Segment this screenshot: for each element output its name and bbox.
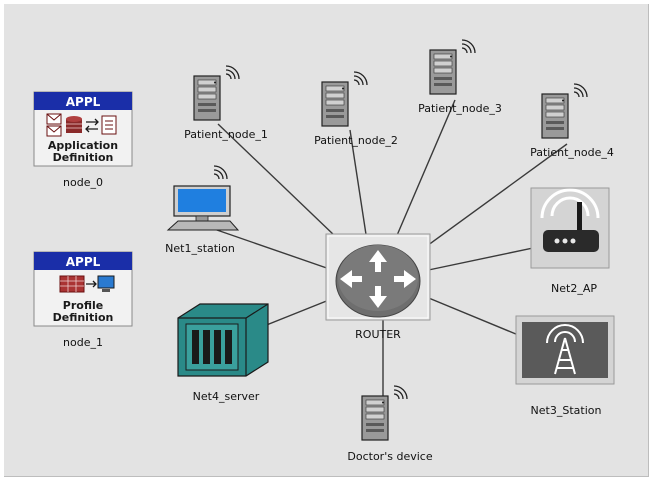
node-label-net1: Net1_station: [165, 242, 235, 255]
computer-icon: [97, 275, 115, 292]
exchange-arrows-icon: [85, 118, 99, 133]
appl-header: [34, 252, 132, 270]
server-icon: [429, 49, 457, 95]
server-icon: [321, 81, 349, 127]
server-icon: [361, 395, 389, 441]
node-label-net4: Net4_server: [193, 390, 260, 403]
node-net1[interactable]: [166, 165, 240, 231]
node-label-net2: Net2_AP: [551, 282, 597, 295]
node-net3[interactable]: [515, 315, 615, 385]
node-label-node_1: node_1: [63, 336, 103, 349]
server-icon: [541, 93, 569, 139]
node-net4[interactable]: [177, 303, 269, 377]
node-label-patient1: Patient_node_1: [184, 128, 268, 141]
wireless-icon: [393, 385, 408, 400]
wireless-icon: [225, 65, 240, 80]
node-patient3[interactable]: [429, 39, 476, 95]
node-label-doctor: Doctor's device: [347, 450, 432, 463]
arrow-right-icon: [86, 280, 97, 288]
antenna-tower-icon: [522, 322, 608, 378]
node-label-patient2: Patient_node_2: [314, 134, 398, 147]
database-icon: [66, 116, 82, 133]
router-icon: [335, 244, 421, 318]
appl-header: [34, 92, 132, 110]
config-node-line2: Definition: [53, 311, 114, 324]
config-node-application-definition[interactable]: APPL Application Definition: [33, 91, 133, 167]
config-node-profile-definition[interactable]: APPL Profile Definition: [33, 251, 133, 327]
node-label-node_0: node_0: [63, 176, 103, 189]
link-router-patient2[interactable]: [349, 129, 370, 255]
node-router[interactable]: [325, 233, 431, 321]
server-icon: [193, 75, 221, 121]
node-label-router: ROUTER: [355, 328, 401, 341]
wireless-icon: [213, 165, 228, 180]
envelope-icon: [46, 113, 62, 137]
node-label-net3: Net3_Station: [531, 404, 602, 417]
config-node-line1: Profile: [63, 299, 103, 312]
config-node-line2: Definition: [53, 151, 114, 164]
node-patient2[interactable]: [321, 71, 368, 127]
wireless-icon: [573, 83, 588, 98]
link-router-patient3[interactable]: [388, 99, 456, 255]
network-canvas[interactable]: APPL Application Definition node_0: [4, 4, 649, 477]
link-router-net1[interactable]: [213, 228, 345, 275]
network-diagram: APPL Application Definition node_0: [33, 39, 615, 463]
access-point-icon: [540, 188, 600, 252]
appl-badge: APPL: [66, 255, 101, 269]
wireless-icon: [461, 39, 476, 54]
workstation-icon: [166, 185, 240, 231]
node-net2[interactable]: [530, 187, 610, 269]
node-doctor[interactable]: [361, 385, 408, 441]
config-node-line1: Application: [48, 139, 118, 152]
rack-server-icon: [177, 303, 269, 377]
table-icon: [59, 275, 85, 293]
appl-badge: APPL: [66, 95, 101, 109]
link-router-net2[interactable]: [418, 243, 553, 273]
wireless-icon: [353, 71, 368, 86]
link-router-patient4[interactable]: [408, 143, 568, 260]
node-label-patient4: Patient_node_4: [530, 146, 614, 159]
links: [213, 99, 568, 402]
node-patient1[interactable]: [193, 65, 240, 121]
document-icon: [101, 115, 117, 135]
node-label-patient3: Patient_node_3: [418, 102, 502, 115]
node-patient4[interactable]: [541, 83, 588, 139]
